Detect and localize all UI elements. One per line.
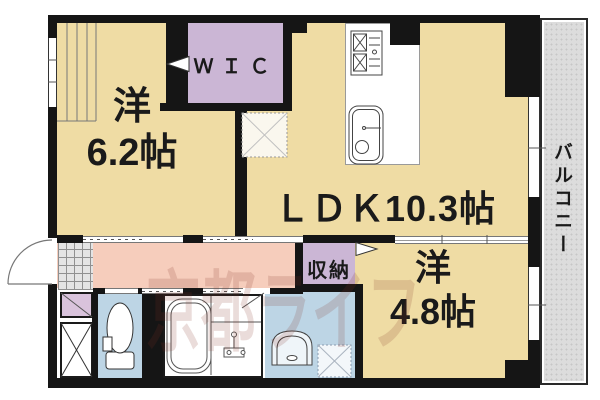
- wall-right-c: [528, 340, 540, 388]
- room-size-text: 4.8帖: [389, 291, 477, 332]
- pipe-space-box: [60, 322, 93, 378]
- wall-hall-top-3: [303, 235, 395, 243]
- room-name-text: 洋: [414, 247, 451, 288]
- sliding-door-west-6-2-b: [142, 236, 183, 243]
- wall-left-mid: [48, 107, 57, 238]
- window-west-6-2: [48, 38, 57, 107]
- room-name-text: 洋: [112, 86, 151, 128]
- wall-left-lower: [48, 284, 57, 388]
- room-size-text: 6.2帖: [86, 132, 178, 174]
- wall-right-a: [528, 23, 540, 97]
- label-room-western-6-2: 洋 6.2帖: [57, 84, 207, 176]
- label-balcony: バルコニー: [548, 142, 575, 257]
- wic-text: ＷＩＣ: [193, 56, 278, 78]
- wall-genkan-toilet: [92, 292, 98, 378]
- wall-right-b: [528, 197, 540, 267]
- balcony-floor: [544, 22, 584, 381]
- watermark: 京都ライフ: [146, 263, 422, 362]
- sliding-door-west-6-2-a: [83, 236, 142, 243]
- bathroom-door-a: [142, 288, 183, 294]
- storage-text: 収納: [307, 260, 351, 282]
- wall-toilet-bath: [142, 292, 163, 378]
- entrance-door-opening: [48, 238, 57, 284]
- entrance-door-icon: [7, 239, 53, 285]
- wall-storage-left: [295, 238, 303, 292]
- wic-closet: [188, 23, 283, 103]
- sliding-door-west-4-8: [395, 236, 528, 244]
- toilet-door: [105, 288, 138, 294]
- entrance-genkan: [58, 242, 93, 290]
- wall-top-notch: [292, 15, 307, 33]
- bathroom-door-b: [203, 288, 243, 294]
- sliding-door-ldk-b: [253, 236, 303, 243]
- window-west-4-8-balcony: [528, 267, 540, 340]
- room-name-text: ＬＤＫ10.3帖: [273, 188, 497, 229]
- wall-wic-bottom: [160, 103, 292, 111]
- room-western-4-8: [355, 243, 528, 378]
- label-storage: 収納: [301, 254, 357, 283]
- balcony-text: バルコニー: [551, 142, 572, 257]
- toilet-room: [98, 292, 142, 378]
- wall-hall-top-2: [183, 235, 203, 243]
- label-room-western-4-8: 洋 4.8帖: [363, 246, 503, 334]
- wall-kitchen-block: [390, 15, 420, 45]
- wall-wic-right: [283, 23, 292, 103]
- wall-hall-bottom-3: [183, 288, 203, 294]
- shoe-cabinet: [60, 292, 93, 318]
- wall-hall-bottom-2: [138, 288, 142, 294]
- wall-storage-bottom: [295, 284, 363, 292]
- storage-closet: [303, 242, 355, 284]
- wall-bottom: [48, 378, 508, 388]
- label-wic: ＷＩＣ: [190, 50, 281, 79]
- wall-hall-top-1: [48, 235, 83, 243]
- wall-hall-bottom-4: [270, 288, 303, 294]
- wall-washroom-right: [355, 292, 363, 378]
- wall-hall-bottom-1: [93, 288, 105, 294]
- window-ldk-balcony: [528, 97, 540, 197]
- balcony: [540, 18, 588, 385]
- sliding-door-ldk-a: [203, 236, 253, 243]
- hallway: [57, 242, 303, 288]
- washroom-door-opening: [243, 288, 270, 294]
- wall-left-upper: [48, 15, 57, 38]
- label-room-ldk: ＬＤＫ10.3帖: [236, 180, 534, 232]
